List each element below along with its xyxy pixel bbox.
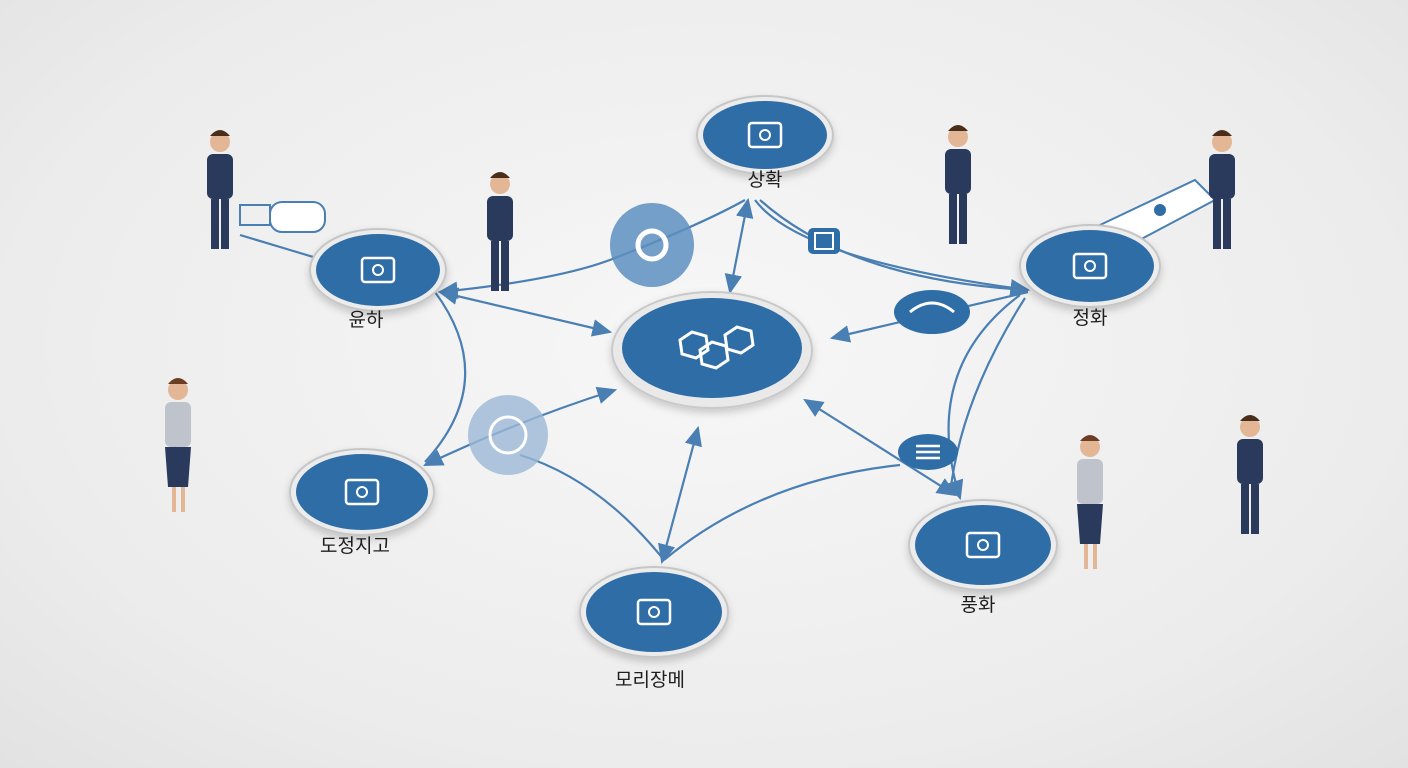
node-right[interactable] (1019, 224, 1161, 308)
sun-gear-icon (468, 395, 548, 475)
person-figure (207, 130, 233, 249)
chat-bubble-icon (239, 201, 326, 233)
center-hub-node[interactable] (611, 291, 813, 409)
camera-icon (747, 121, 783, 149)
node-top[interactable] (696, 95, 834, 175)
node-label-lower-right: 풍화 (960, 594, 996, 616)
node-left[interactable] (309, 228, 447, 312)
node-label-left: 윤하 (348, 309, 384, 331)
layers-icon (1072, 252, 1108, 280)
person-figure (945, 125, 971, 244)
person-figure (1077, 435, 1103, 569)
node-label-right: 정화 (1072, 307, 1108, 329)
node-bottom[interactable] (579, 566, 729, 658)
transfer-icon (894, 290, 970, 334)
person-figure (487, 172, 513, 291)
tablet-icon (344, 478, 380, 506)
gear-icon (610, 203, 694, 287)
node-label-bottom: 모리장메 (615, 669, 685, 691)
node-lower-left[interactable] (289, 448, 435, 536)
phone-icon (808, 228, 840, 254)
person-figure (1209, 130, 1235, 249)
tree-icon (636, 598, 672, 626)
person-figure (1237, 415, 1263, 534)
node-lower-right[interactable] (908, 499, 1058, 591)
envelope-icon (965, 531, 1001, 559)
node-label-top: 상확 (747, 169, 783, 191)
hexagon-network-icon (678, 325, 755, 370)
document-icon (360, 256, 396, 284)
chat-icon (898, 434, 958, 470)
node-label-lower-left: 도정지고 (320, 535, 390, 557)
person-figure (165, 378, 191, 512)
people-figures (165, 125, 1263, 569)
